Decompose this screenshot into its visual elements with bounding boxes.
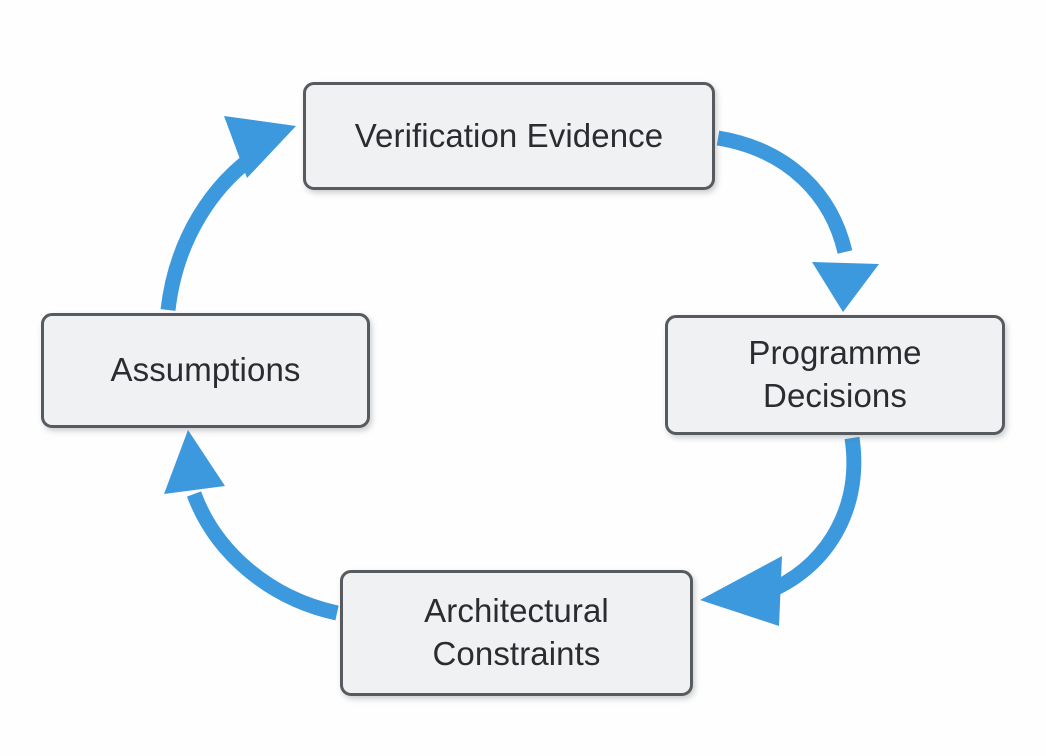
node-label: Verification Evidence (354, 116, 664, 154)
edge-evidence-to-decisions (716, 130, 879, 312)
node-verification-evidence[interactable]: Verification Evidence (303, 82, 715, 190)
node-label: Assumptions (110, 351, 301, 389)
node-architectural-constraints[interactable]: Architectural Constraints (340, 570, 693, 696)
node-label: Programme Decisions (748, 334, 922, 414)
edge-constraints-to-assumptions (164, 430, 339, 621)
node-assumptions[interactable]: Assumptions (41, 313, 370, 428)
node-programme-decisions[interactable]: Programme Decisions (665, 315, 1005, 435)
node-label: Architectural Constraints (424, 592, 609, 672)
edge-decisions-to-constraints (700, 436, 862, 626)
edge-assumptions-to-evidence (160, 116, 296, 311)
